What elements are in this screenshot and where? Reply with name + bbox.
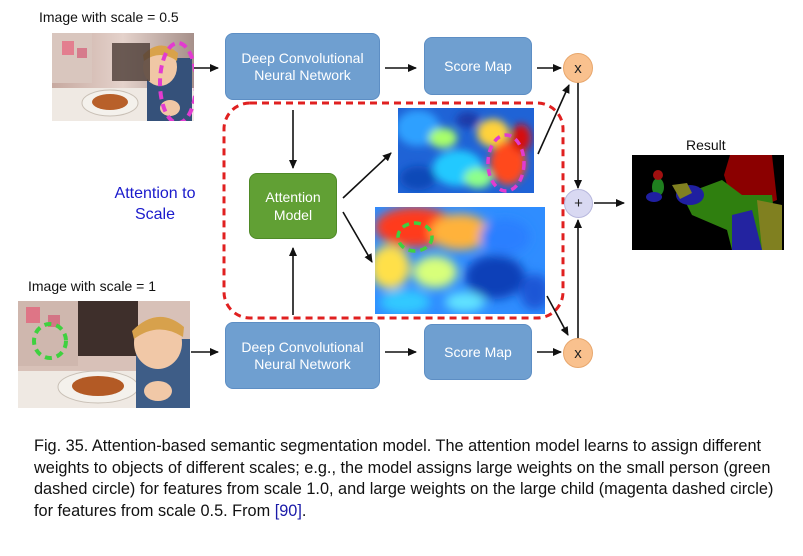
attention-to-scale-label: Attention to Scale	[100, 183, 210, 225]
caption-end: .	[301, 501, 307, 520]
attention-region-border	[222, 101, 565, 320]
photo-child-at-table	[52, 33, 194, 121]
attention-model-line-1: Attention	[265, 189, 321, 205]
add-operator: +	[564, 189, 593, 218]
multiply-operator-top: x	[563, 53, 593, 83]
dcnn-top-line-2: Neural Network	[254, 66, 351, 83]
attention-model-box: Attention Model	[249, 173, 337, 239]
photo-child-at-table-large	[18, 301, 190, 408]
result-label: Result	[686, 137, 726, 153]
dcnn-box-top: Deep Convolutional Neural Network	[225, 33, 380, 100]
input-image-scale-one	[18, 301, 190, 408]
score-map-box-bottom: Score Map	[424, 324, 532, 380]
caption-text: Fig. 35. Attention-based semantic segmen…	[34, 437, 774, 520]
attention-model-line-2: Model	[273, 207, 313, 223]
attention-heatmap-top	[398, 108, 534, 193]
heatmap-top-image	[398, 108, 534, 193]
dcnn-top-line-1: Deep Convolutional	[241, 49, 364, 66]
attention-heatmap-bottom	[375, 207, 545, 314]
heatmap-bottom-image	[375, 207, 545, 314]
attention-to-scale-line-1: Attention to	[114, 185, 196, 202]
attention-to-scale-line-2: Scale	[134, 206, 176, 223]
dcnn-box-bottom: Deep Convolutional Neural Network	[225, 322, 380, 389]
score-map-box-top: Score Map	[424, 37, 532, 95]
dcnn-bottom-line-2: Neural Network	[254, 355, 351, 372]
multiply-operator-bottom: x	[563, 338, 593, 368]
figure-caption: Fig. 35. Attention-based semantic segmen…	[34, 436, 774, 522]
caption-reference-link[interactable]: [90]	[274, 501, 302, 520]
top-image-label: Image with scale = 0.5	[39, 9, 179, 25]
bottom-image-label: Image with scale = 1	[28, 278, 157, 294]
dcnn-bottom-line-1: Deep Convolutional	[241, 338, 364, 355]
input-image-scale-half	[52, 33, 194, 121]
segmentation-mask	[632, 155, 784, 250]
result-segmentation-image	[632, 155, 784, 250]
